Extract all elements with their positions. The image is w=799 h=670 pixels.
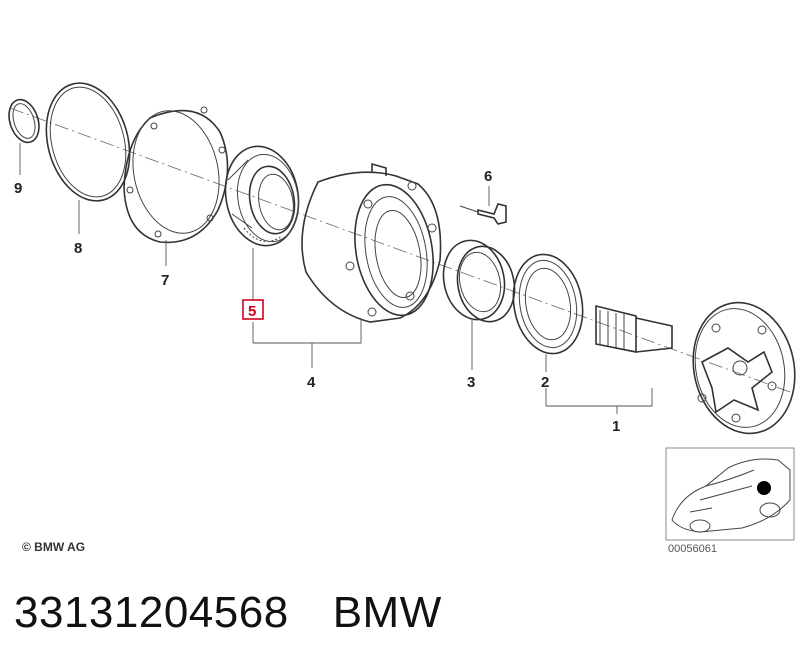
callout-7[interactable]: 7 [161,272,169,289]
vehicle-locator-thumbnail [665,447,795,541]
callout-5-highlight-box [242,299,264,320]
gasket-part [123,106,229,244]
shaft-seal-part [442,239,516,323]
location-marker-icon [757,481,771,495]
callout-4[interactable]: 4 [307,374,316,391]
bolt-part [459,203,507,225]
bearing-housing-part [301,162,442,323]
snap-ring-part [8,98,40,144]
copyright-notice: © BMW AG [22,540,86,554]
leader-1-bracket [545,388,653,407]
callout-2[interactable]: 2 [541,374,549,391]
o-ring-part [45,82,131,202]
callout-1[interactable]: 1 [612,418,620,435]
center-axis [9,107,791,393]
callout-5[interactable]: 5 [248,303,256,320]
leader-4-bracket [253,318,362,344]
output-flange-part [595,301,796,435]
brand-name: BMW [332,588,442,637]
illustration-id: 00056061 [668,543,717,555]
callout-6[interactable]: 6 [484,168,492,185]
part-number-caption: 33131204568 BMW [14,588,442,638]
roller-bearing-part [224,145,300,247]
callout-8[interactable]: 8 [74,240,82,257]
part-number: 33131204568 [14,588,289,637]
callout-3[interactable]: 3 [467,374,475,391]
dust-shield-part [512,253,584,355]
callout-9[interactable]: 9 [14,180,22,197]
